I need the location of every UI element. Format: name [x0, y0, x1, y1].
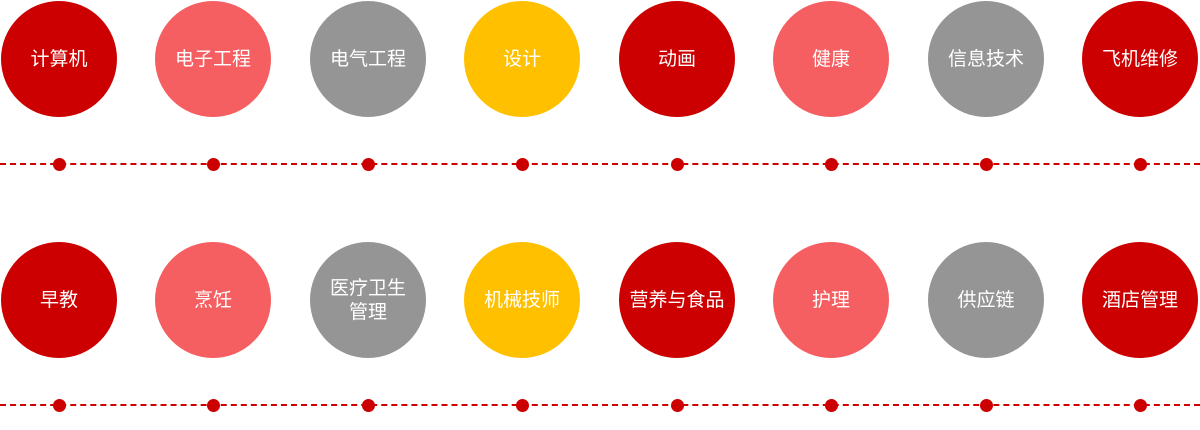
timeline-dot [515, 398, 529, 412]
category-label: 动画 [657, 48, 696, 70]
category-label: 机械技师 [483, 289, 560, 311]
category-circle[interactable]: 营养与食品 [619, 242, 735, 358]
timeline-dot [670, 398, 684, 412]
category-label: 健康 [811, 48, 850, 70]
category-circle[interactable]: 飞机维修 [1082, 1, 1198, 117]
category-circle[interactable]: 酒店管理 [1082, 242, 1198, 358]
category-circle[interactable]: 计算机 [1, 1, 117, 117]
category-label: 计算机 [30, 48, 88, 70]
category-circle[interactable]: 机械技师 [464, 242, 580, 358]
category-circle[interactable]: 信息技术 [928, 1, 1044, 117]
category-label: 医疗卫生 管理 [329, 277, 406, 323]
category-circle[interactable]: 健康 [773, 1, 889, 117]
dashed-timeline [0, 404, 1200, 406]
timeline-dot [52, 398, 66, 412]
timeline-dot [206, 398, 220, 412]
category-circle[interactable]: 早教 [1, 242, 117, 358]
category-label: 电气工程 [329, 48, 406, 70]
category-label: 飞机维修 [1101, 48, 1178, 70]
category-circle[interactable]: 电气工程 [310, 1, 426, 117]
category-circle[interactable]: 医疗卫生 管理 [310, 242, 426, 358]
category-label: 护理 [811, 289, 850, 311]
category-label: 信息技术 [947, 48, 1024, 70]
category-label: 设计 [502, 48, 541, 70]
timeline-dot [52, 157, 66, 171]
timeline-dot [824, 157, 838, 171]
dashed-timeline [0, 163, 1200, 165]
category-label: 电子工程 [174, 48, 251, 70]
timeline-dot [824, 398, 838, 412]
category-label: 早教 [39, 289, 78, 311]
timeline-dot [361, 398, 375, 412]
category-circle[interactable]: 电子工程 [155, 1, 271, 117]
category-circle[interactable]: 动画 [619, 1, 735, 117]
timeline-dot [670, 157, 684, 171]
category-label: 供应链 [957, 289, 1015, 311]
category-label: 烹饪 [193, 289, 232, 311]
timeline-dot [515, 157, 529, 171]
category-label: 酒店管理 [1101, 289, 1178, 311]
timeline-dot [206, 157, 220, 171]
timeline-dot [979, 157, 993, 171]
category-circle[interactable]: 设计 [464, 1, 580, 117]
timeline-dot [1133, 398, 1147, 412]
category-circle[interactable]: 护理 [773, 242, 889, 358]
category-label: 营养与食品 [629, 289, 725, 311]
timeline-dot [1133, 157, 1147, 171]
category-circle[interactable]: 烹饪 [155, 242, 271, 358]
category-circle[interactable]: 供应链 [928, 242, 1044, 358]
timeline-dot [979, 398, 993, 412]
timeline-dot [361, 157, 375, 171]
